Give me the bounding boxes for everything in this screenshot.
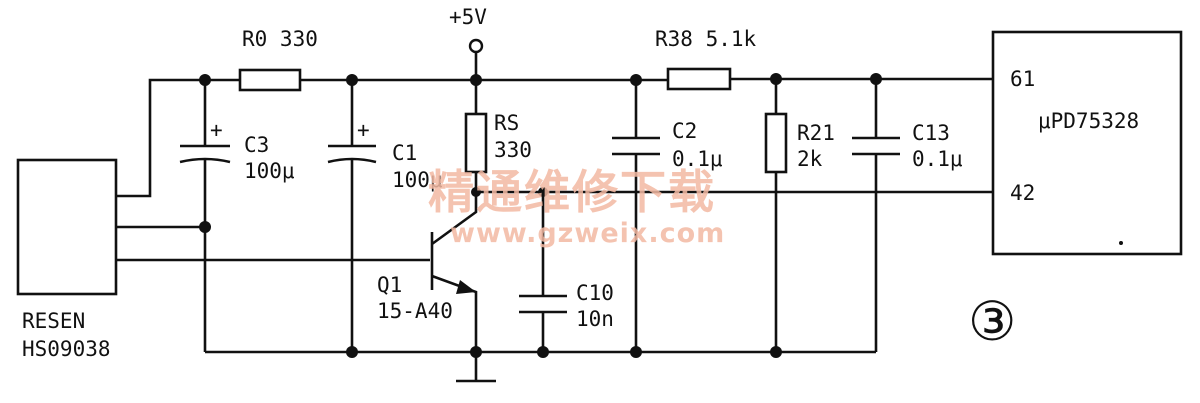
c13-value-label: 0.1μ [912,147,963,171]
r21-name-label: R21 [797,121,835,145]
resistor-r38-body [666,67,732,91]
resistor-r38-label: R38 5.1k [655,27,757,51]
q1-value-label: 15-A40 [377,299,453,323]
junction-dot [630,74,642,86]
sensor-model-label: HS09038 [22,337,111,361]
junction-dot [470,346,482,358]
ic-name-label: μPD75328 [1038,109,1139,133]
q1-emitter-arrow [456,280,476,294]
c10-name-label: C10 [576,281,614,305]
c1-name-label: C1 [392,141,417,165]
c10-value-label: 10n [576,307,614,331]
junction-dot [770,73,782,85]
resistor-r21-body [764,112,788,174]
junction-dot [199,74,211,86]
resistor-r0-label: R0 330 [242,27,318,51]
supply-label: +5V [449,5,487,29]
junction-dot [346,346,358,358]
junction-dot [770,346,782,358]
r21-value-label: 2k [797,147,823,171]
ic-pin-61-label: 61 [1010,67,1035,91]
figure-number: ③ [968,290,1016,353]
c1-polarity-mark: + [357,118,370,142]
c1-value-label: 100μ [392,168,443,192]
junction-dot [537,346,549,358]
c3-value-label: 100μ [244,159,295,183]
junction-dot [630,346,642,358]
junction-dot [346,74,358,86]
sensor-body [16,158,118,296]
c2-name-label: C2 [672,119,697,143]
watermark-chinese: 精通维修下载 [428,165,716,219]
junction-dot [870,73,882,85]
junction-dot [538,187,548,197]
rs-name-label: RS [494,111,519,135]
resistor-r0-body [238,68,302,92]
resistor-rs-body [464,112,488,174]
q1-name-label: Q1 [377,273,402,297]
watermark-url: www.gzweix.com [450,218,725,249]
q1-collector [431,192,478,246]
c2-value-label: 0.1μ [672,147,723,171]
rs-value-label: 330 [494,138,532,162]
ic-pin1-marker [1119,241,1123,245]
c13-name-label: C13 [912,121,950,145]
junction-dot [199,221,211,233]
sensor-lead-top [116,78,205,198]
supply-terminal [468,38,484,54]
ic-body [991,30,1183,256]
junction-dot [470,74,482,86]
junction-dot [471,187,481,197]
c3-name-label: C3 [244,133,269,157]
ic-pin-42-label: 42 [1010,181,1035,205]
c3-polarity-mark: + [210,118,223,142]
sensor-name-label: RESEN [22,309,85,333]
